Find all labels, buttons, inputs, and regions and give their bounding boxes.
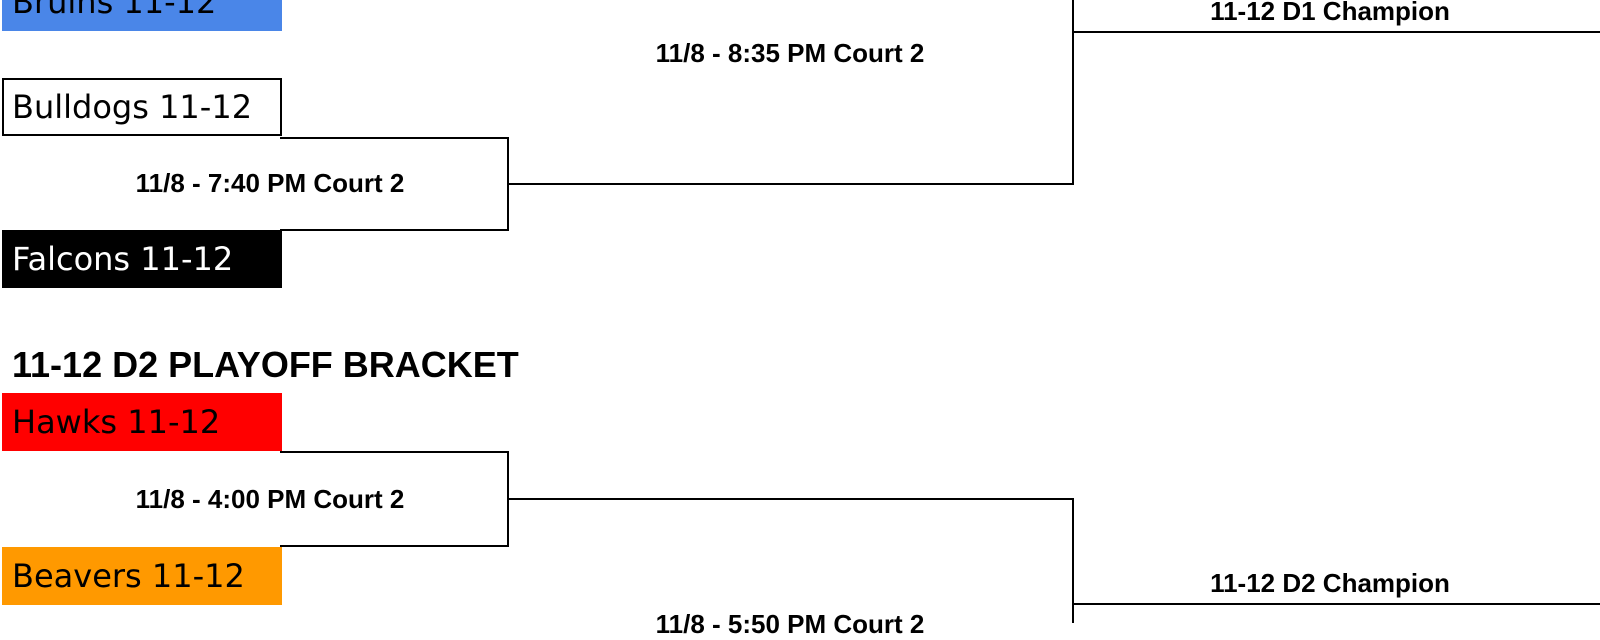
- team-slot-falcons: Falcons 11-12: [2, 230, 282, 288]
- team-slot-beavers: Beavers 11-12: [2, 547, 282, 605]
- game-label-semifinal: 11/8 - 7:40 PM Court 2: [135, 168, 405, 198]
- game-label-semifinal: 11/8 - 4:00 PM Court 2: [135, 484, 405, 514]
- game-label-final: 11/8 - 8:35 PM Court 2: [655, 38, 925, 68]
- team-slot-bulldogs: Bulldogs 11-12: [2, 78, 282, 136]
- bracket-line: [1072, 0, 1074, 185]
- team-slot-bruins: Bruins 11-12: [2, 0, 282, 31]
- game-label-final: 11/8 - 5:50 PM Court 2: [655, 609, 925, 639]
- bracket-line: [280, 451, 509, 453]
- bracket-line: [507, 498, 1074, 500]
- team-slot-hawks: Hawks 11-12: [2, 393, 282, 451]
- bracket-line: [1072, 31, 1600, 33]
- bracket-line: [280, 137, 509, 139]
- bracket-line: [507, 183, 1074, 185]
- champion-label: 11-12 D2 Champion: [1210, 568, 1450, 598]
- champion-label: 11-12 D1 Champion: [1210, 0, 1450, 26]
- bracket-title: 11-12 D2 PLAYOFF BRACKET: [12, 344, 519, 385]
- bracket-line: [280, 545, 509, 547]
- bracket-line: [280, 229, 509, 231]
- bracket-line: [1072, 603, 1600, 605]
- bracket-line: [1072, 498, 1074, 623]
